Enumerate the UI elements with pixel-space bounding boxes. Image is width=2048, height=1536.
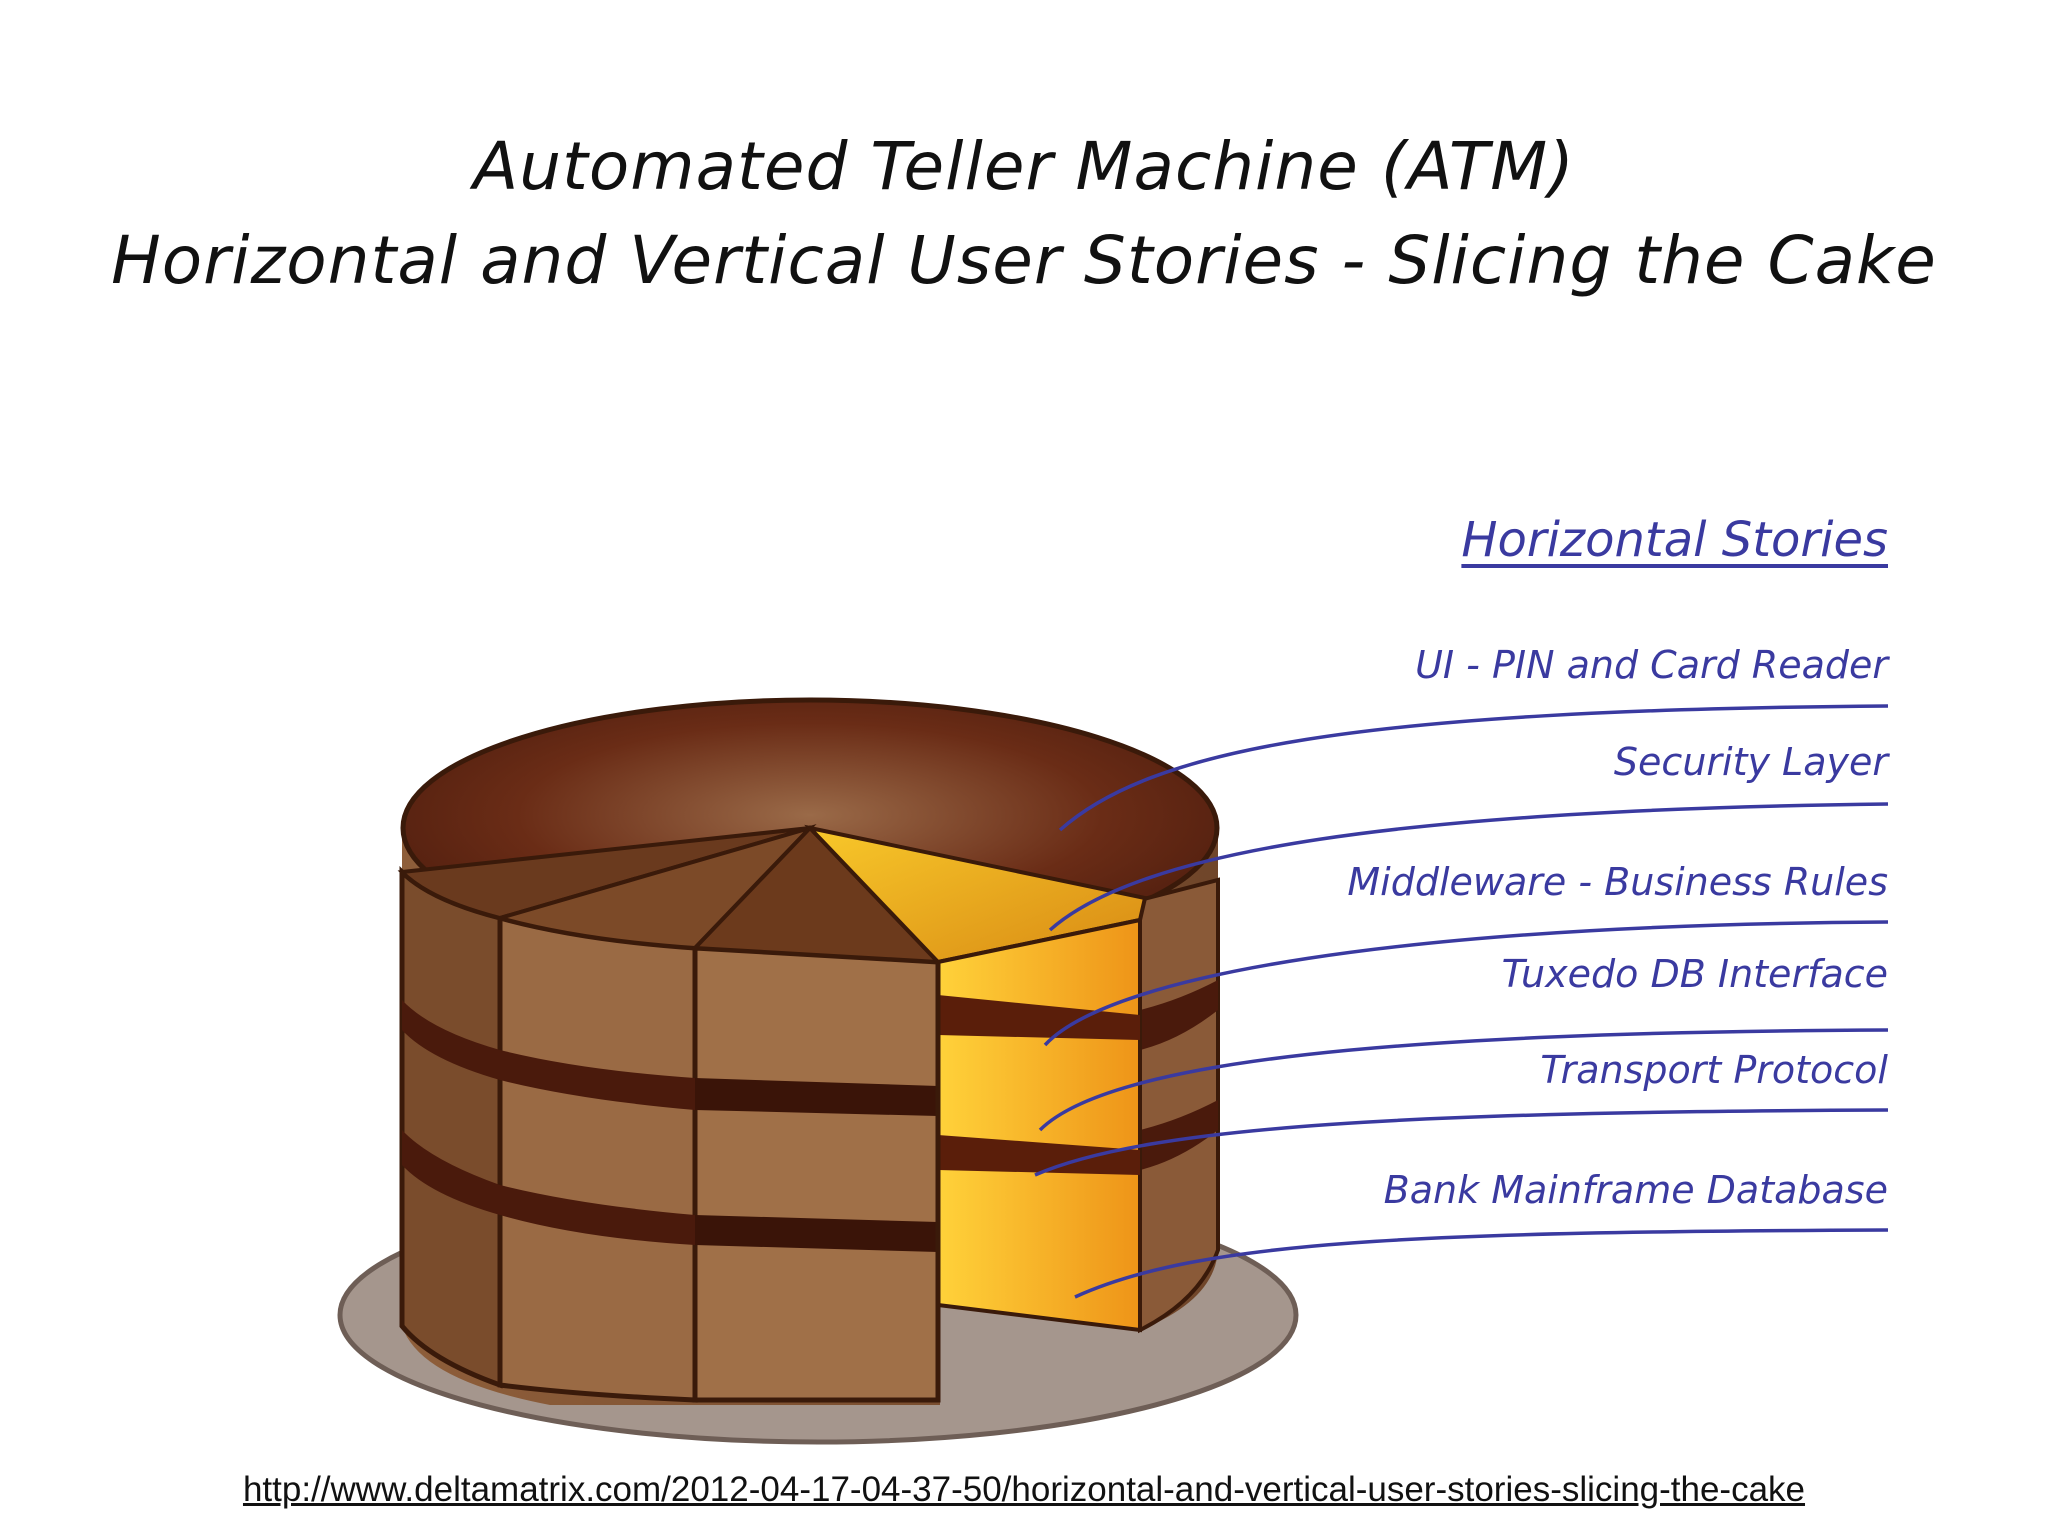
title-line-2: Horizontal and Vertical User Stories - S… xyxy=(111,222,1937,299)
leader-lines xyxy=(1034,704,1889,1299)
layer-label-middleware: Middleware - Business Rules xyxy=(1347,860,1888,904)
layer-label-security: Security Layer xyxy=(1613,740,1888,784)
cut-slice-face xyxy=(936,917,1142,1333)
legend-heading: Horizontal Stories xyxy=(1461,512,1888,568)
layer-label-ui: UI - PIN and Card Reader xyxy=(1415,643,1888,687)
source-link[interactable]: http://www.deltamatrix.com/2012-04-17-04… xyxy=(242,1470,1806,1509)
cake-right-side xyxy=(1138,877,1220,1334)
layer-label-transport: Transport Protocol xyxy=(1540,1048,1888,1092)
cake-front-panel-2 xyxy=(692,945,941,1403)
leader-middleware xyxy=(1043,920,1889,1047)
cake-front-left xyxy=(399,865,503,1389)
leader-mainframe xyxy=(1074,1228,1889,1299)
leader-tuxedo xyxy=(1038,1028,1889,1132)
cake-front-panel-1 xyxy=(497,914,698,1403)
layer-label-tuxedo: Tuxedo DB Interface xyxy=(1501,952,1888,996)
cut-filling-1 xyxy=(938,995,1140,1040)
title-line-1: Automated Teller Machine (ATM) xyxy=(473,128,1575,205)
cake-top-wedge-2 xyxy=(492,824,817,951)
leader-security xyxy=(1048,802,1889,932)
leader-transport xyxy=(1034,1108,1889,1177)
layer-label-mainframe: Bank Mainframe Database xyxy=(1383,1168,1888,1212)
cut-filling-2 xyxy=(938,1135,1140,1175)
leader-ui xyxy=(1058,704,1889,832)
